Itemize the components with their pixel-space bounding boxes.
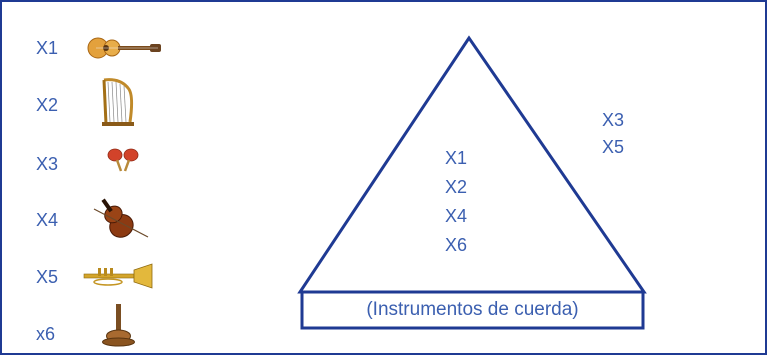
maracas-icon <box>107 148 139 172</box>
trumpet-icon <box>83 263 153 289</box>
caption-box <box>300 290 645 330</box>
inside-item: X4 <box>445 206 468 226</box>
banjo-icon <box>102 304 135 347</box>
triangle-shape <box>297 35 647 294</box>
inside-item: X2 <box>445 177 468 197</box>
guitar-icon <box>87 37 161 59</box>
legend-label-x2: X2 <box>36 95 59 115</box>
legend-label-x6: x6 <box>36 324 56 344</box>
legend-label-x3: X3 <box>36 154 59 174</box>
cello-icon <box>93 198 149 238</box>
legend-label-x1: X1 <box>36 38 59 58</box>
legend-label-x4: X4 <box>36 210 59 230</box>
outside-item: X3 <box>602 110 625 130</box>
harp-icon <box>102 78 134 126</box>
outside-list: X3 X5 <box>602 107 624 161</box>
triangle-caption: (Instrumentos de cuerda) <box>366 299 579 320</box>
inside-list: X1 X2 X4 X6 <box>445 144 467 260</box>
inside-item: X6 <box>445 235 468 255</box>
outside-item: X5 <box>602 137 625 157</box>
inside-item: X1 <box>445 148 468 168</box>
legend-label-x5: X5 <box>36 267 59 287</box>
